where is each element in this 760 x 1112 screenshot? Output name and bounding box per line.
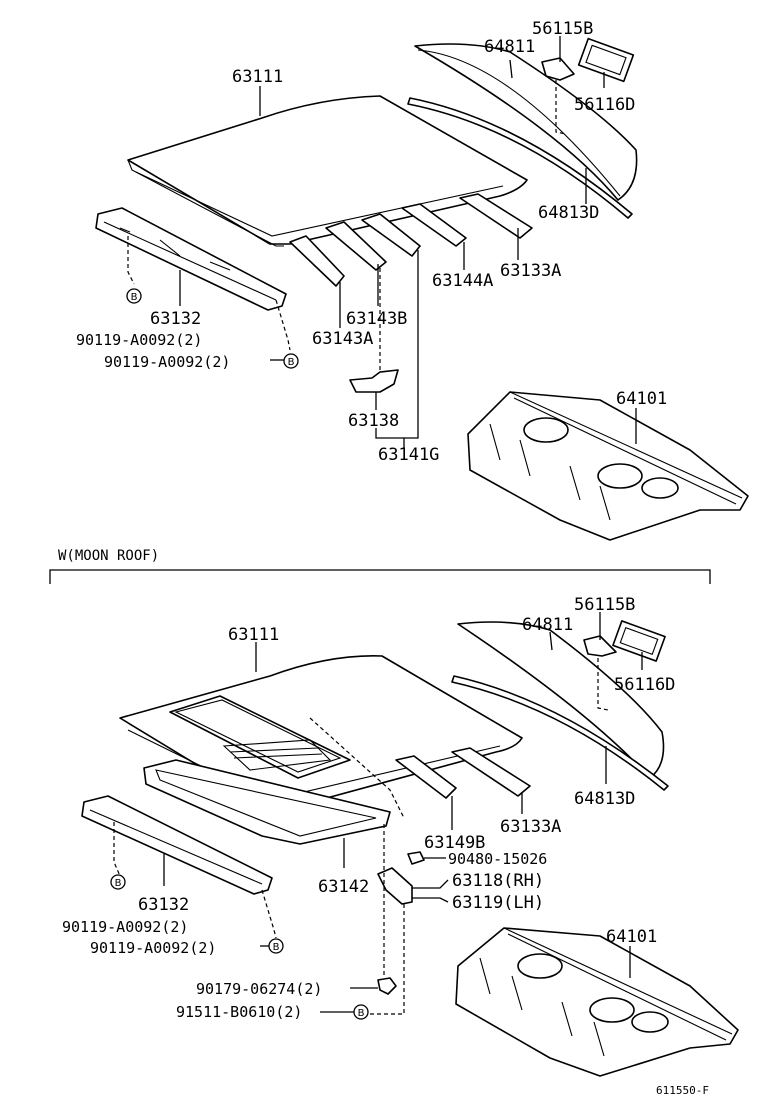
- label-64811-moonroof: 64811: [522, 615, 573, 635]
- label-63143b: 63143B: [346, 309, 407, 329]
- label-56116d: 56116D: [574, 95, 635, 115]
- label-56116d-moonroof: 56116D: [614, 675, 675, 695]
- seal-56116d-moonroof: [612, 620, 666, 662]
- nut-90480: [407, 851, 425, 865]
- label-64811: 64811: [484, 37, 535, 57]
- grommet-90179: [377, 977, 397, 995]
- label-63133a-moonroof: 63133A: [500, 817, 561, 837]
- label-63141g: 63141G: [378, 445, 439, 465]
- label-63119: 63119(LH): [452, 893, 544, 913]
- label-63149b: 63149B: [424, 833, 485, 853]
- roof-panel: [127, 95, 528, 247]
- top-assembly: B B 63111 64811 56115B 56116D 64813D 631…: [76, 19, 749, 541]
- bracket-63138: [349, 369, 399, 393]
- svg-text:B: B: [273, 942, 280, 953]
- clip-56115b: [541, 57, 575, 81]
- label-64101: 64101: [616, 389, 667, 409]
- window-moulding-moonroof: [451, 675, 669, 791]
- label-63111-moonroof: 63111: [228, 625, 279, 645]
- label-63118: 63118(RH): [452, 871, 544, 891]
- label-63142: 63142: [318, 877, 369, 897]
- label-fastener-1: 90119-A0092(2): [76, 331, 202, 349]
- callout-b-bottom-2: B: [268, 938, 284, 954]
- label-56115b-moonroof: 56115B: [574, 595, 635, 615]
- top-dashed-links: [127, 236, 381, 370]
- label-64813d-moonroof: 64813D: [574, 789, 635, 809]
- label-fastener-4: 90119-A0092(2): [90, 939, 216, 957]
- label-64101-moonroof: 64101: [606, 927, 657, 947]
- label-56115b: 56115B: [532, 19, 593, 39]
- label-63132-moonroof: 63132: [138, 895, 189, 915]
- svg-text:B: B: [115, 878, 122, 889]
- front-header-panel: [95, 207, 287, 311]
- label-63132: 63132: [150, 309, 201, 329]
- label-grommet: 90179-06274(2): [196, 980, 322, 998]
- roof-bows: [289, 193, 533, 287]
- clip-56115b-moonroof: [583, 635, 617, 657]
- package-tray-panel-moonroof: [455, 927, 739, 1077]
- section-bracket: [49, 569, 711, 584]
- label-clip-91511: 91511-B0610(2): [176, 1003, 302, 1021]
- seal-56116d: [577, 37, 635, 83]
- bracket-63118-63119: [377, 867, 413, 905]
- sunroof-housing: [143, 739, 391, 845]
- back-window-glass-moonroof: [457, 621, 665, 779]
- callout-b-top-1: B: [126, 288, 142, 304]
- callout-b-top-2: B: [283, 353, 299, 369]
- top-leaders: [179, 36, 637, 448]
- section-title: W(MOON ROOF): [58, 548, 159, 564]
- bottom-leaders: [163, 612, 643, 1013]
- label-63138: 63138: [348, 411, 399, 431]
- section-moon-roof: W(MOON ROOF): [49, 548, 711, 584]
- callout-b-bottom-3: B: [353, 1004, 369, 1020]
- callout-b-bottom-1: B: [110, 874, 126, 890]
- label-fastener-2: 90119-A0092(2): [104, 353, 230, 371]
- svg-text:B: B: [131, 292, 138, 303]
- label-63133a: 63133A: [500, 261, 561, 281]
- bottom-dashed-links: [113, 717, 405, 1015]
- bottom-assembly: B B B 63111 64811 56115B 56116D 64813D 6…: [62, 595, 739, 1077]
- label-90480: 90480-15026: [448, 850, 547, 868]
- label-63144a: 63144A: [432, 271, 493, 291]
- label-63143a: 63143A: [312, 329, 373, 349]
- label-64813d: 64813D: [538, 203, 599, 223]
- label-63111: 63111: [232, 67, 283, 87]
- back-window-glass: [414, 43, 638, 201]
- svg-text:B: B: [288, 357, 295, 368]
- package-tray-panel: [467, 391, 749, 541]
- roof-bows-moonroof: [395, 747, 531, 799]
- front-header-panel-moonroof: [81, 795, 273, 895]
- window-moulding: [407, 97, 633, 219]
- figure-code: 611550-F: [656, 1084, 709, 1097]
- svg-text:B: B: [358, 1008, 365, 1019]
- label-fastener-3: 90119-A0092(2): [62, 918, 188, 936]
